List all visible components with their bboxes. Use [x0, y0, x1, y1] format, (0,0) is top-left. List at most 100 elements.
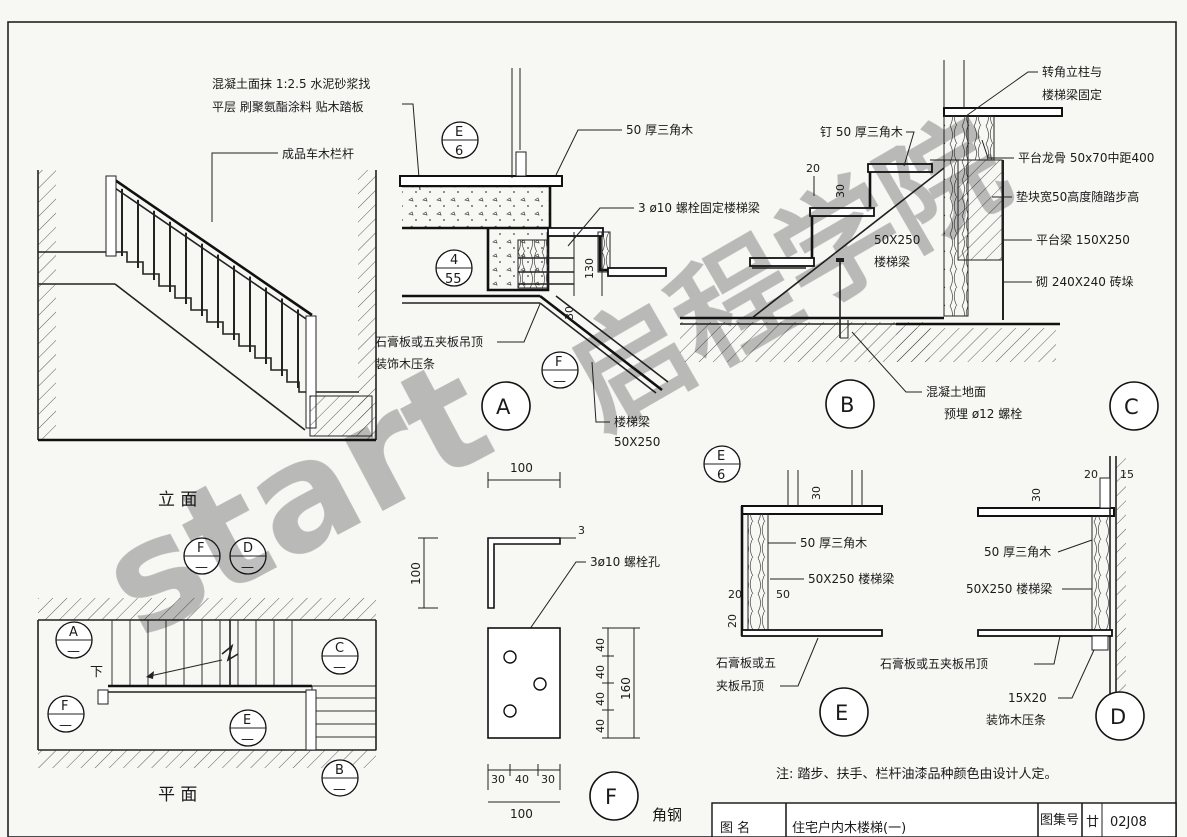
sheet-border: [7, 21, 1177, 837]
detail-a: 130 30 50 厚三角木 3 ø10 螺栓固定楼梯梁 石膏板或五夹板吊顶 装…: [375, 68, 760, 449]
detail-c-label-post-1: 转角立柱与: [1042, 64, 1102, 79]
ref-bubble-f-a: F —: [541, 351, 579, 389]
sheet-note: 注: 踏步、扶手、栏杆油漆品种颜色由设计人定。: [776, 766, 1058, 782]
svg-text:F: F: [61, 699, 68, 714]
detail-e-dim-20a: 20: [728, 588, 742, 601]
detail-c-label-brick: 砌 240X240 砖垛: [1036, 274, 1134, 289]
detail-f-label-angle: 角钢: [652, 806, 682, 824]
svg-text:F: F: [197, 541, 204, 556]
detail-e-label-wood: 50 厚三角木: [800, 536, 867, 550]
detail-f-dim-h1: 30: [491, 773, 505, 786]
plan-view: 下 平 面: [37, 598, 377, 805]
detail-d-dim-20: 20: [1084, 468, 1098, 481]
svg-text:E: E: [455, 125, 463, 140]
svg-text:F: F: [605, 785, 617, 809]
detail-e-dim-30: 30: [810, 486, 823, 500]
detail-f-dim-h3: 30: [541, 773, 555, 786]
detail-a-dim-30: 30: [563, 306, 576, 320]
callout-a: A: [481, 381, 531, 431]
svg-text:F: F: [555, 355, 562, 370]
detail-f-dim-v3: 40: [594, 692, 607, 706]
plan-title: 平 面: [158, 785, 197, 805]
svg-text:—: —: [333, 660, 346, 675]
detail-c-label-beam: 平台梁 150X250: [1036, 232, 1130, 247]
detail-f-dim-3: 3: [578, 524, 585, 537]
svg-text:B: B: [335, 763, 344, 778]
detail-e-label-beam: 50X250 楼梯梁: [808, 571, 894, 586]
detail-b-dim-20: 20: [806, 162, 820, 175]
detail-e: 30 50 厚三角木 50X250 楼梯梁 20 50 20 石膏板或五 夹板吊…: [716, 470, 894, 693]
elevation-label-surface-1: 混凝土面抹 1:2.5 水泥砂浆找: [212, 76, 370, 91]
detail-f-dim-bottom: 100: [510, 807, 533, 821]
ref-bubble-e6-e: E 6: [703, 445, 741, 483]
detail-f-label-hole: 3ø10 螺栓孔: [590, 554, 660, 569]
detail-a-label-beam-1: 楼梯梁: [614, 414, 650, 429]
svg-text:6: 6: [717, 468, 725, 483]
detail-a-label-ceiling-2: 装饰木压条: [375, 357, 435, 371]
elevation-title: 立 面: [158, 490, 197, 510]
svg-text:D: D: [243, 541, 253, 556]
detail-a-label-bolt: 3 ø10 螺栓固定楼梯梁: [638, 200, 760, 215]
plan-ref-d-top: D —: [229, 537, 267, 575]
detail-f-dim-top: 100: [510, 461, 533, 475]
plan-ref-a: A —: [55, 621, 93, 659]
plan-ref-c: C —: [321, 637, 359, 675]
plan-ref-e: E —: [229, 709, 267, 747]
callout-f: F: [589, 771, 639, 821]
plan-down-label: 下: [90, 665, 103, 680]
detail-e-label-ceiling-1: 石膏板或五: [716, 655, 776, 670]
titleblock-chevron: 廿: [1086, 815, 1099, 830]
svg-text:E: E: [243, 713, 251, 728]
svg-text:E: E: [717, 449, 725, 464]
elevation-view: 立 面 混凝土面抹 1:2.5 水泥砂浆找 平层 刷聚氨酯涂料 贴木踏板 成品车…: [37, 76, 421, 510]
svg-text:C: C: [335, 641, 344, 656]
detail-d-label-strip-1: 15X20: [1008, 691, 1047, 705]
detail-f-dim-side: 100: [409, 562, 423, 585]
svg-text:A: A: [69, 625, 78, 640]
svg-text:—: —: [241, 560, 254, 575]
detail-d-dim-15: 15: [1120, 468, 1134, 481]
detail-b: 钉 50 厚三角木 20 30 50X250 楼梯梁 混凝土地面 预埋 ø12 …: [680, 125, 1022, 421]
detail-b-label-nail: 钉 50 厚三角木: [820, 125, 903, 139]
detail-d-dim-30: 30: [1030, 488, 1043, 502]
plan-ref-f-left: F —: [47, 695, 85, 733]
titleblock-atlas-label: 图集号: [1040, 812, 1079, 828]
svg-text:B: B: [840, 393, 854, 417]
detail-c-label-post-2: 楼梯梁固定: [1042, 87, 1102, 102]
detail-a-dim-130: 130: [583, 258, 596, 279]
detail-a-label-ceiling-1: 石膏板或五夹板吊顶: [375, 334, 483, 349]
title-block: 图 名 住宅户内木楼梯(一) 图集号 廿 02J08: [711, 802, 1177, 837]
detail-a-label-beam-2: 50X250: [614, 435, 660, 449]
svg-text:4: 4: [450, 253, 458, 268]
detail-e-dim-50: 50: [776, 588, 790, 601]
detail-d-label-beam: 50X250 楼梯梁: [966, 581, 1052, 596]
callout-d: D: [1095, 691, 1145, 741]
detail-d: 20 15 30 50 厚三角木 50X250 楼梯梁 石膏板或五夹板吊顶 15…: [880, 456, 1134, 727]
detail-e-label-ceiling-2: 夹板吊顶: [716, 679, 764, 693]
detail-c: 转角立柱与 楼梯梁固定 平台龙骨 50x70中距400 垫块宽50高度随踏步高 …: [896, 60, 1154, 362]
svg-text:55: 55: [445, 272, 462, 287]
svg-text:A: A: [496, 395, 511, 419]
svg-text:C: C: [1124, 395, 1139, 419]
detail-d-label-wood: 50 厚三角木: [984, 545, 1051, 559]
detail-e-dim-20b: 20: [726, 614, 739, 628]
detail-b-label-ground: 混凝土地面: [926, 384, 986, 399]
detail-b-label-beam-1: 50X250: [874, 233, 920, 247]
svg-text:6: 6: [455, 144, 463, 159]
svg-text:—: —: [333, 782, 346, 797]
detail-f-dim-v4: 40: [594, 719, 607, 733]
detail-f-dim-total: 160: [619, 677, 633, 700]
svg-text:D: D: [1110, 705, 1126, 729]
detail-b-label-beam-2: 楼梯梁: [874, 254, 910, 269]
svg-text:—: —: [67, 644, 80, 659]
titleblock-atlas-value: 02J08: [1110, 815, 1147, 830]
detail-c-label-joist: 平台龙骨 50x70中距400: [1018, 150, 1154, 165]
plan-ref-f-top: F —: [183, 537, 221, 575]
detail-f-dim-v2: 40: [594, 665, 607, 679]
detail-b-dim-30: 30: [834, 184, 847, 198]
detail-c-label-pad: 垫块宽50高度随踏步高: [1016, 189, 1139, 204]
svg-text:—: —: [553, 374, 566, 389]
detail-a-label-wood: 50 厚三角木: [626, 123, 693, 137]
detail-d-label-ceiling: 石膏板或五夹板吊顶: [880, 656, 988, 671]
